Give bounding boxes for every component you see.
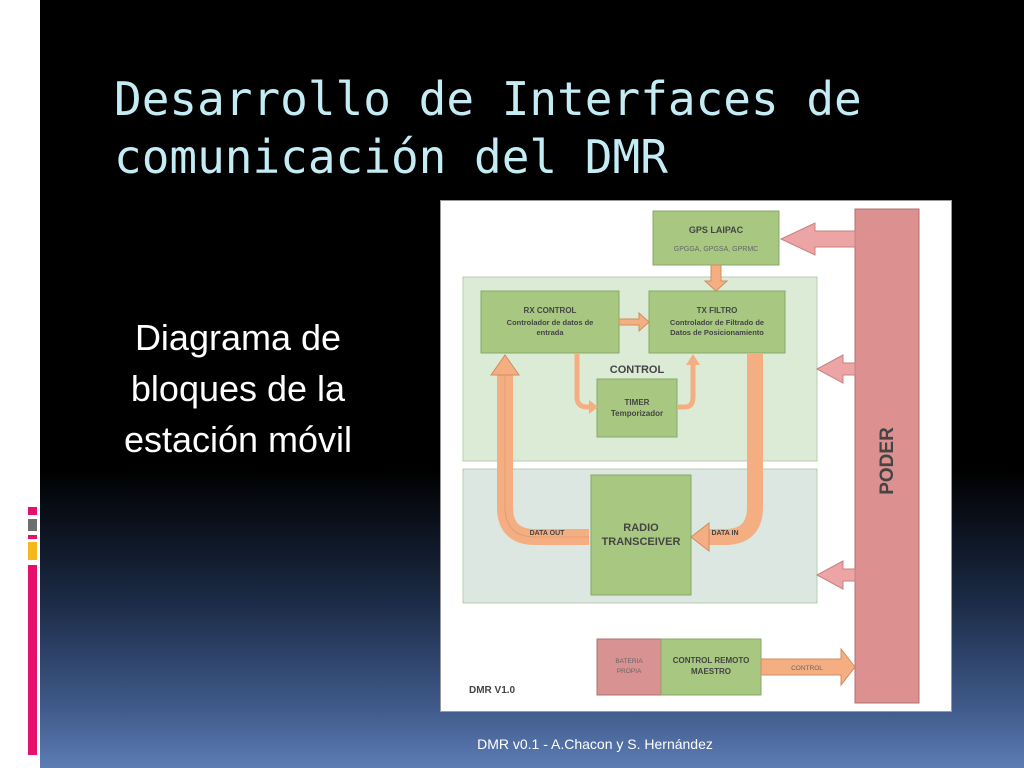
rx-to-tx-arrow — [618, 311, 650, 333]
bateria-block — [596, 638, 662, 696]
rx-to-timer-arrow — [574, 353, 591, 410]
tx-filtro-block — [648, 290, 786, 354]
timer-to-tx-arrow — [677, 363, 696, 410]
block-diagram-canvas: PODER GPS LAIPAC GPGGA, GPGSA, GPRMC RX … — [462, 208, 920, 704]
gps-block — [652, 210, 780, 266]
data-in-arrowhead — [690, 521, 710, 553]
accent-marker-pink-long — [28, 565, 37, 755]
slide-subtitle: Diagrama de bloques de la estación móvil — [88, 312, 388, 465]
control-arrow-label: CONTROL — [791, 665, 823, 672]
timer-line-1: Temporizador — [611, 409, 663, 418]
slide-title: Desarrollo de Interfaces de comunicación… — [114, 70, 994, 186]
timer-block — [596, 378, 678, 438]
subtitle-line-2: bloques de la — [130, 368, 346, 409]
control-remoto-block — [660, 638, 762, 696]
data-in-arrow — [707, 353, 763, 545]
data-in-label: DATA IN — [711, 530, 738, 537]
radio-line-2: TRANSCEIVER — [602, 536, 681, 548]
accent-marker-pink-1 — [28, 507, 37, 515]
rx-control-line-1: Controlador de datos de — [507, 318, 594, 327]
diagram-version: DMR V1.0 — [469, 685, 516, 696]
rx-control-line-2: entrada — [536, 328, 564, 337]
rx-control-block — [480, 290, 620, 354]
radio-line-1: RADIO — [623, 522, 659, 534]
tx-filtro-line-1: Controlador de Filtrado de — [670, 318, 764, 327]
accent-marker-yellow — [28, 542, 37, 560]
gps-detail: GPGGA, GPGSA, GPRMC — [674, 246, 758, 253]
slide-title-line-1: Desarrollo de Interfaces de — [114, 72, 862, 126]
bateria-line-1: BATERIA — [615, 658, 643, 665]
power-arrow-gps — [779, 222, 856, 256]
rx-control-title: RX CONTROL — [524, 306, 577, 315]
data-out-arrowhead — [490, 354, 520, 376]
power-label: PODER — [877, 427, 898, 495]
radio-transceiver-block — [590, 474, 692, 596]
control-zone-label: CONTROL — [610, 364, 665, 376]
tx-filtro-title: TX FILTRO — [697, 306, 738, 315]
accent-marker-pink-2 — [28, 535, 37, 539]
data-out-arrow-outline — [504, 373, 589, 538]
power-arrow-radio — [815, 560, 856, 590]
rx-to-timer-arrowhead — [589, 400, 598, 414]
control-remoto-line-2: MAESTRO — [691, 667, 731, 676]
block-diagram: PODER GPS LAIPAC GPGGA, GPGSA, GPRMC RX … — [440, 200, 952, 712]
power-arrow-control — [815, 354, 856, 384]
gps-title: GPS LAIPAC — [689, 225, 744, 235]
control-to-power-arrow — [760, 647, 856, 687]
timer-title: TIMER — [625, 398, 650, 407]
timer-to-tx-arrowhead — [686, 354, 700, 365]
bateria-line-2: PROPIA — [617, 668, 642, 675]
slide-footer: DMR v0.1 - A.Chacon y S. Hernández — [477, 736, 713, 752]
subtitle-line-3: estación móvil — [123, 419, 353, 460]
data-out-label: DATA OUT — [530, 530, 566, 537]
accent-marker-gray-1 — [28, 519, 37, 531]
control-remoto-line-1: CONTROL REMOTO — [673, 656, 750, 665]
subtitle-line-1: Diagrama de — [134, 317, 342, 358]
tx-filtro-line-2: Datos de Posicionamiento — [670, 328, 764, 337]
gps-to-tx-arrow — [703, 264, 729, 292]
power-column — [854, 208, 920, 704]
slide-title-line-2: comunicación del DMR — [114, 130, 668, 184]
